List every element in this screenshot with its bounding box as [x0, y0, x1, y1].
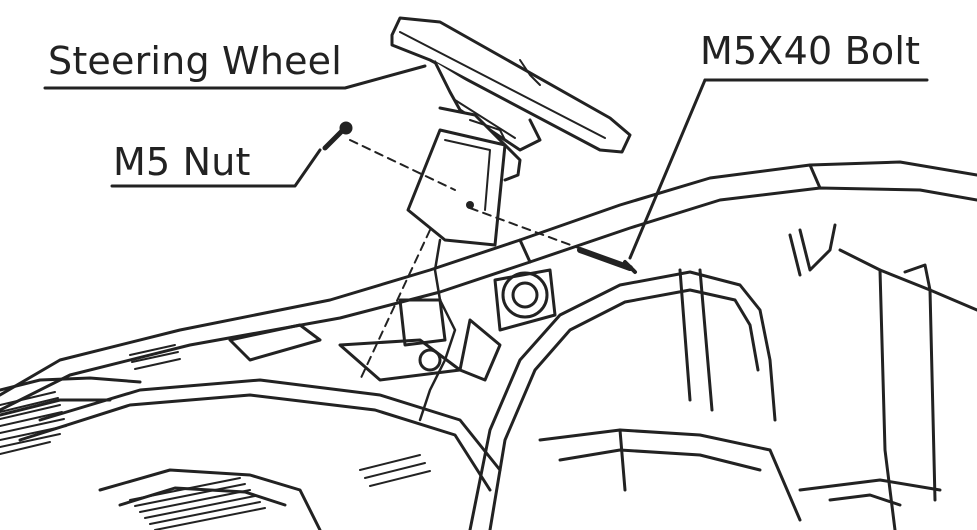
hood-vent-left: [0, 391, 67, 455]
callout-bolt-leader: [628, 78, 929, 260]
alignment-lines: [349, 139, 626, 381]
callout-steering-wheel-leader: [43, 64, 427, 90]
label-m5x40-bolt: M5X40 Bolt: [700, 29, 921, 73]
steering-column-bracket: [406, 128, 507, 422]
m5x40-bolt-part: [577, 247, 637, 274]
m5-nut-part: [322, 121, 353, 151]
callout-m5-nut-leader: [110, 148, 322, 188]
steering-wheel-part: [390, 16, 632, 182]
dash-vent: [129, 344, 431, 487]
hood-vent-lower: [129, 477, 266, 530]
car-body: [0, 160, 977, 530]
label-steering-wheel: Steering Wheel: [48, 39, 343, 83]
label-m5-nut: M5 Nut: [113, 140, 251, 184]
